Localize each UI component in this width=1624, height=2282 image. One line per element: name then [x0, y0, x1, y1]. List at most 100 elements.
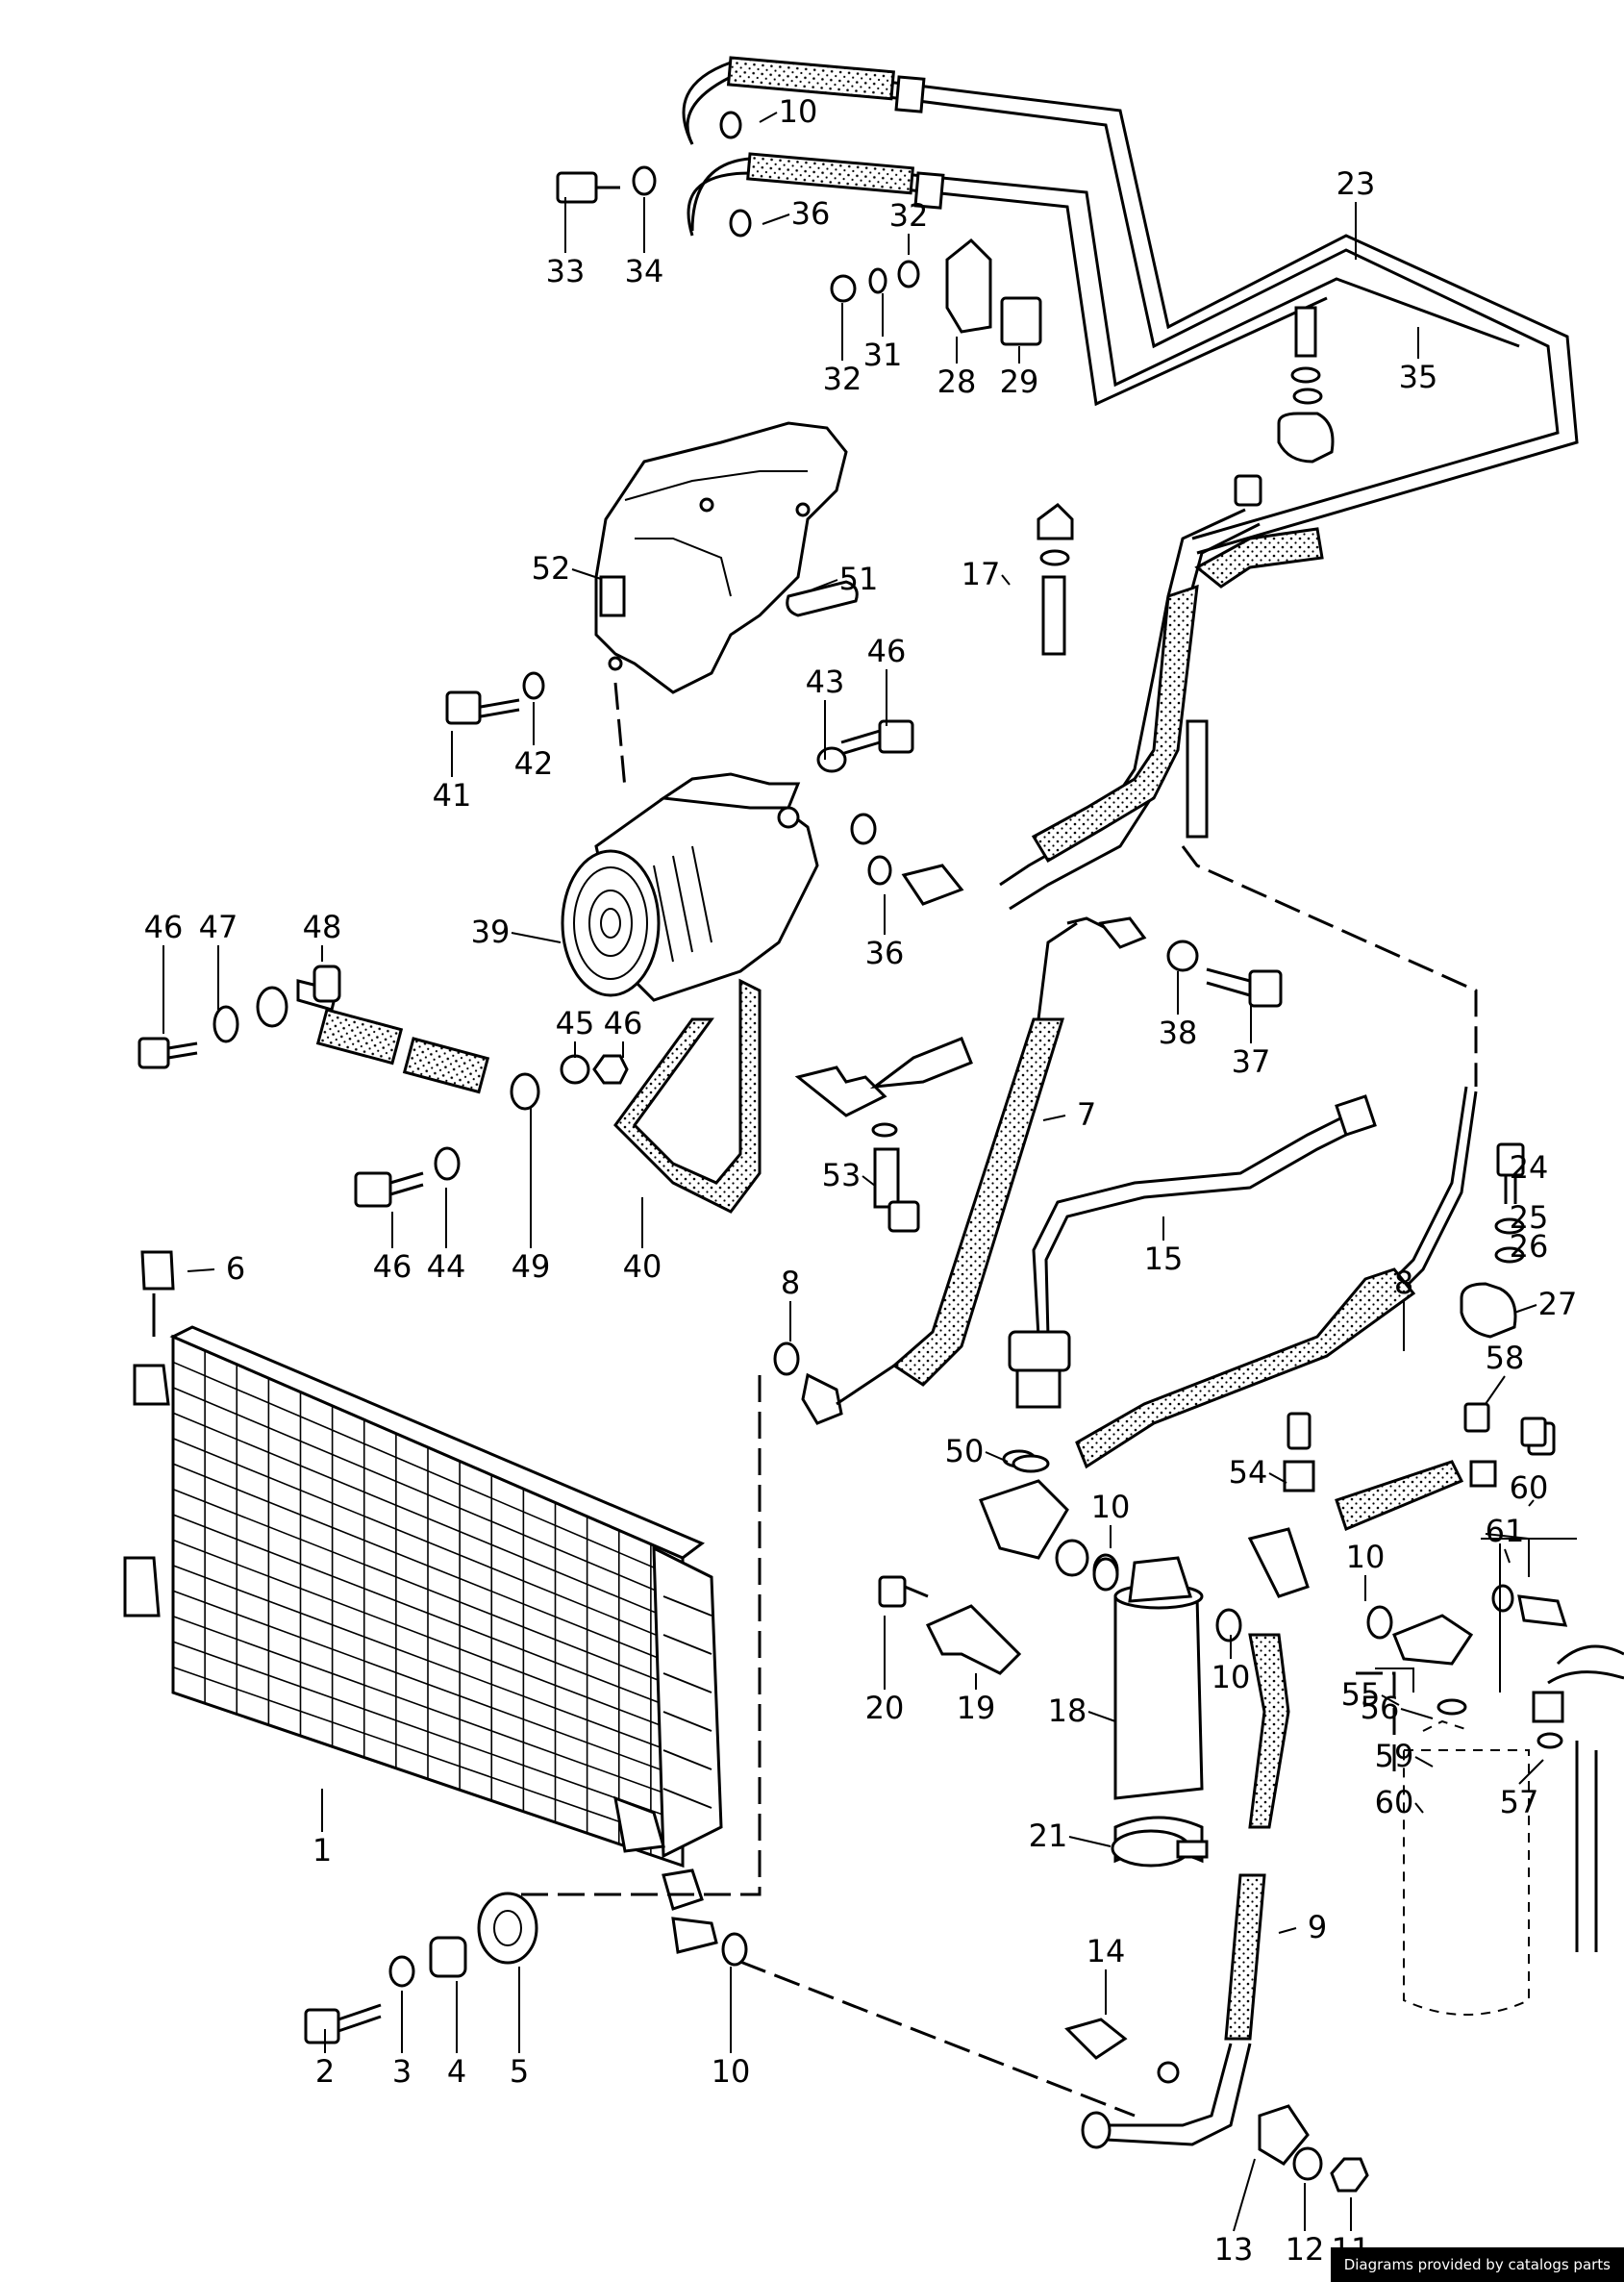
condenser	[123, 1325, 723, 1954]
callout-35: 35	[1399, 359, 1438, 395]
callout-2: 2	[315, 2053, 335, 2090]
compressor-bracket	[594, 421, 848, 694]
callout-55: 55	[1341, 1676, 1381, 1713]
callout-45: 45	[556, 1005, 595, 1041]
leader-55	[1381, 1694, 1400, 1706]
callout-15: 15	[1144, 1241, 1184, 1277]
fitting-group-57	[794, 1037, 973, 1233]
callout-58: 58	[1486, 1340, 1525, 1376]
hose-drier-right	[979, 1086, 1478, 1577]
callout-10: 10	[1091, 1489, 1131, 1525]
leader-57	[1518, 1759, 1544, 1785]
callout-59: 59	[1375, 1738, 1414, 1774]
callout-38: 38	[1159, 1015, 1198, 1051]
callout-36: 36	[865, 935, 905, 971]
callout-23: 23	[1337, 165, 1376, 202]
fitting-54-58	[1012, 1454, 1050, 1473]
callout-17: 17	[962, 556, 1001, 592]
fasteners-mid	[354, 1054, 629, 1208]
leader-61	[1504, 1548, 1511, 1564]
receiver-drier-18	[1092, 1553, 1242, 1864]
leader-10	[759, 112, 778, 123]
leader-59	[1414, 1756, 1434, 1768]
leader-27	[1513, 1304, 1537, 1314]
bracket-19	[878, 1575, 1022, 1675]
callout-46: 46	[604, 1005, 643, 1041]
callout-49: 49	[512, 1248, 551, 1285]
condenser-fins	[172, 1350, 684, 1855]
callout-61: 61	[1486, 1513, 1525, 1549]
callout-3: 3	[392, 2053, 412, 2090]
callout-27: 27	[1538, 1286, 1578, 1322]
callout-25: 25	[1510, 1199, 1549, 1236]
callout-21: 21	[1029, 1818, 1068, 1854]
callout-52: 52	[532, 550, 571, 587]
callout-7: 7	[1077, 1096, 1096, 1133]
screw-6	[140, 1250, 175, 1337]
callout-51: 51	[839, 561, 879, 597]
callout-20: 20	[865, 1690, 905, 1726]
callout-32: 32	[889, 197, 929, 234]
callout-10: 10	[1346, 1539, 1386, 1575]
callout-29: 29	[1000, 364, 1039, 400]
bolts-upper	[445, 671, 914, 773]
clamp-21	[1111, 1829, 1209, 1868]
callout-leaders	[162, 112, 1544, 2232]
leader-18	[1087, 1711, 1116, 1722]
callout-40: 40	[623, 1248, 662, 1285]
leader-6	[187, 1268, 215, 1272]
seal-10-lower	[721, 1342, 1393, 1967]
callout-18: 18	[1048, 1693, 1087, 1729]
callout-46: 46	[867, 633, 907, 669]
sleeve-55	[786, 580, 859, 617]
callout-6: 6	[226, 1250, 245, 1287]
callout-10: 10	[712, 2053, 751, 2090]
callout-8: 8	[1394, 1265, 1413, 1301]
credit-badge: Diagrams provided by catalogs parts	[1330, 2247, 1624, 2282]
leader-13	[1233, 2158, 1256, 2232]
callout-53: 53	[822, 1157, 862, 1193]
callout-41: 41	[433, 777, 472, 814]
leader-60	[1414, 1802, 1424, 1814]
bolts-61	[1463, 1402, 1547, 1447]
upper-hose-assembly	[682, 56, 1579, 555]
leader-7	[1042, 1115, 1066, 1121]
callout-37: 37	[1232, 1043, 1271, 1080]
callout-56: 56	[1361, 1690, 1400, 1726]
hose-44	[613, 978, 762, 1214]
mount-hardware	[304, 1892, 538, 2044]
pressure-switch-15	[1002, 1094, 1377, 1468]
callout-33: 33	[546, 253, 586, 289]
callout-10: 10	[1212, 1659, 1251, 1695]
callout-57: 57	[1500, 1784, 1539, 1820]
callout-4: 4	[447, 2053, 466, 2090]
hose-53	[137, 965, 540, 1111]
callout-8: 8	[781, 1265, 800, 1301]
phantom-lines	[519, 682, 1577, 2118]
callout-48: 48	[303, 909, 342, 945]
callout-54: 54	[1229, 1454, 1268, 1491]
leader-60	[1528, 1499, 1535, 1507]
callout-46: 46	[144, 909, 184, 945]
hose-9	[1081, 1633, 1290, 2149]
leader-54	[1268, 1472, 1287, 1484]
hose-7	[801, 916, 1147, 1425]
callout-13: 13	[1214, 2231, 1254, 2268]
bracket-24-27	[1460, 1142, 1525, 1339]
callout-labels: 1234567889101010101011121314151718192021…	[144, 93, 1578, 2268]
leader-17	[1001, 574, 1011, 586]
callout-26: 26	[1510, 1228, 1549, 1265]
compressor	[561, 772, 964, 1002]
callout-28: 28	[937, 364, 977, 400]
leader-56	[1400, 1708, 1434, 1719]
callout-42: 42	[514, 745, 554, 782]
hose-right-upper	[999, 508, 1324, 911]
callout-14: 14	[1087, 1933, 1126, 1969]
callout-1: 1	[312, 1832, 332, 1868]
callout-24: 24	[1510, 1149, 1549, 1186]
leader-51	[812, 579, 838, 590]
callout-19: 19	[957, 1690, 996, 1726]
callout-50: 50	[945, 1433, 985, 1469]
callout-9: 9	[1308, 1909, 1327, 1945]
callout-46: 46	[373, 1248, 412, 1285]
